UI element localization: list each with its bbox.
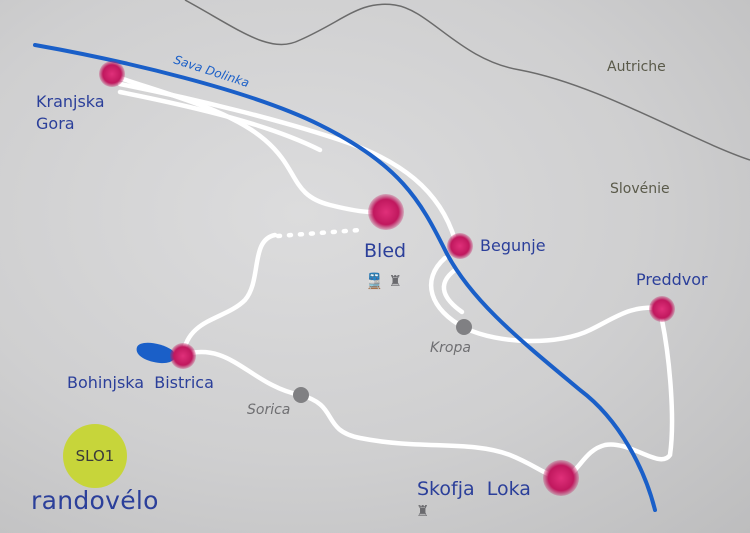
place-label-kropa: Kropa xyxy=(430,340,471,356)
route-kranjska-begunje-1 xyxy=(117,81,458,243)
preddvor-marker[interactable] xyxy=(649,296,675,322)
castle-icon: ♜ xyxy=(416,502,430,520)
town-label-begunje: Begunje xyxy=(480,236,546,255)
town-label-bohinjska-bistrica: Bohinjska Bistrica xyxy=(67,373,214,392)
skofja-loka-marker[interactable] xyxy=(543,460,579,496)
town-label-preddvor: Preddvor xyxy=(636,270,708,289)
route-code: SLO1 xyxy=(75,447,115,465)
town-label-bled: Bled xyxy=(364,240,407,262)
place-label-sorica: Sorica xyxy=(247,402,291,418)
route-kropa-loop xyxy=(441,267,465,315)
sorica-marker[interactable] xyxy=(293,387,309,403)
cycle-routes xyxy=(117,75,675,481)
country-border xyxy=(184,0,750,161)
bled-marker[interactable] xyxy=(368,194,404,230)
kropa-marker[interactable] xyxy=(456,319,472,335)
skofja-loka-amenities: ♜ xyxy=(416,502,429,520)
route-bled-bohinj xyxy=(180,232,278,358)
country-label-slovenia: Slovénie xyxy=(610,181,670,197)
route-kranjska-begunje-2 xyxy=(117,89,323,153)
lake-bohinj xyxy=(136,342,176,364)
bled-amenities: 🚆 ♜ xyxy=(365,272,402,290)
river-sava-dolinka xyxy=(33,43,657,512)
town-label-skofja-loka: Skofja Loka xyxy=(417,478,531,500)
bohinjska-bistrica-marker[interactable] xyxy=(170,343,196,369)
route-bled-dotted xyxy=(275,227,363,239)
route-code-badge: SLO1 xyxy=(63,424,127,488)
route-bohinj-skofja xyxy=(180,349,563,481)
route-preddvor-skofja xyxy=(562,317,675,481)
route-begunje-kropa-preddvor xyxy=(428,255,663,344)
brand-logo: randovélo xyxy=(31,486,159,515)
train-icon: 🚆 xyxy=(365,272,384,290)
town-label-kranjska-gora: Kranjska Gora xyxy=(36,92,105,133)
castle-icon: ♜ xyxy=(388,272,402,290)
kranjska-gora-marker[interactable] xyxy=(99,61,125,87)
begunje-marker[interactable] xyxy=(447,233,473,259)
country-label-austria: Autriche xyxy=(607,59,666,75)
